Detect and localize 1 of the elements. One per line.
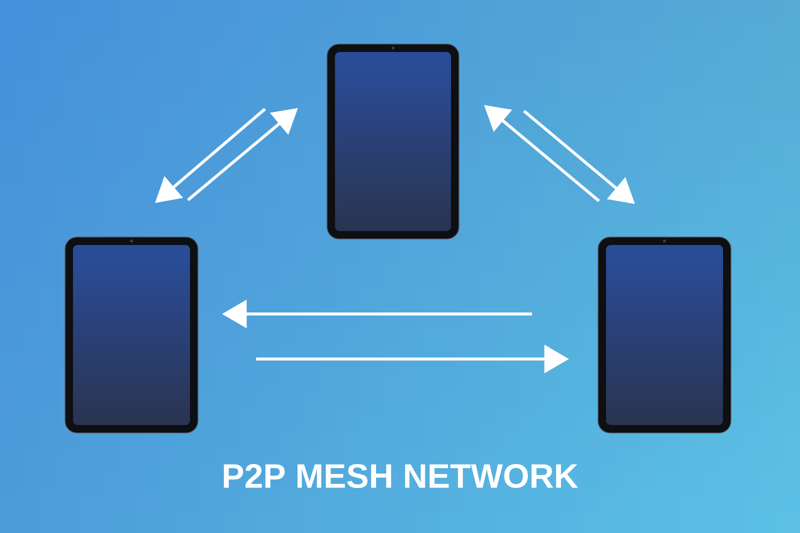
title: P2P MESH NETWORK xyxy=(224,464,578,488)
